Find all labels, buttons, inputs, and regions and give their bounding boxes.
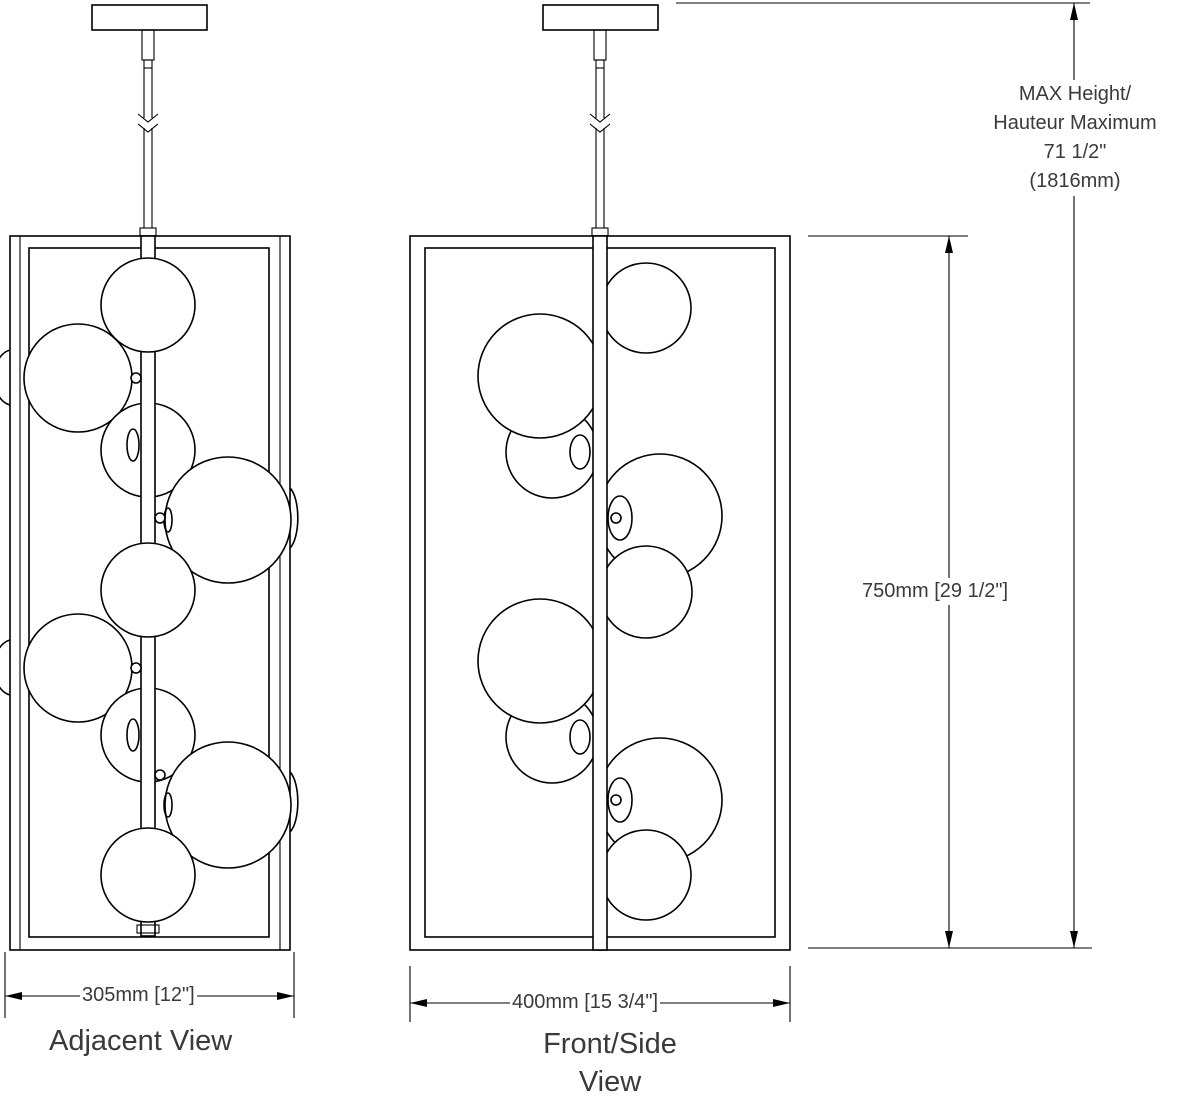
- front-width-label: 400mm [15 3/4"]: [510, 991, 661, 1014]
- adjacent-socket-knob: [154, 769, 166, 781]
- arrowhead-icon: [277, 992, 294, 1000]
- adjacent-socket-knob: [130, 662, 142, 674]
- front-center-pole: [592, 235, 608, 951]
- front-globe: [477, 313, 603, 439]
- adjacent-globe-edge: [0, 349, 11, 406]
- arrowhead-icon: [1070, 3, 1078, 20]
- front-side-view-title-line2: View: [578, 1066, 642, 1098]
- adjacent-globe: [100, 542, 196, 638]
- front-socket-knob: [610, 512, 622, 524]
- arrowhead-icon: [773, 999, 790, 1007]
- adjacent-globe-edge: [289, 771, 299, 833]
- front-stem-coupler: [593, 29, 607, 61]
- front-socket: [569, 434, 591, 470]
- adjacent-socket: [126, 428, 140, 462]
- adjacent-globe-edge: [289, 487, 299, 549]
- max-height-line4: (1816mm): [1029, 170, 1121, 192]
- front-socket: [607, 777, 633, 823]
- adjacent-globe: [100, 257, 196, 353]
- arrowhead-icon: [945, 236, 953, 253]
- adjacent-globe: [164, 741, 292, 869]
- adjacent-break-mark-1: [137, 113, 159, 123]
- front-rod-collar: [591, 227, 609, 237]
- adjacent-stem-joint: [143, 59, 153, 69]
- adjacent-socket: [126, 718, 140, 752]
- arrowhead-icon: [945, 931, 953, 948]
- front-break-mark-1: [589, 113, 611, 123]
- front-side-view-title: Front/Side View: [510, 1025, 710, 1101]
- front-globe: [477, 598, 603, 724]
- front-view-drawing: [409, 4, 791, 1022]
- front-break-mark-2: [589, 123, 611, 133]
- arrowhead-icon: [5, 992, 22, 1000]
- max-height-line1: MAX Height/: [1018, 83, 1132, 105]
- front-stem-joint: [595, 59, 605, 69]
- max-height-line2: Hauteur Maximum: [993, 112, 1157, 134]
- front-socket-knob: [610, 794, 622, 806]
- adjacent-view-drawing: [0, 4, 299, 1018]
- front-socket: [607, 495, 633, 541]
- adjacent-globe-edge: [0, 639, 11, 696]
- adjacent-socket: [163, 792, 173, 818]
- front-side-view-title-line1: Front/Side: [543, 1028, 677, 1060]
- arrowhead-icon: [1070, 931, 1078, 948]
- front-globe: [599, 545, 693, 639]
- adjacent-globe: [100, 827, 196, 923]
- adjacent-break-mark-2: [137, 123, 159, 133]
- adjacent-width-label: 305mm [12"]: [80, 984, 197, 1007]
- adjacent-pole-cap: [136, 924, 160, 934]
- adjacent-socket-knob: [130, 372, 142, 384]
- adjacent-stem-coupler: [141, 29, 155, 61]
- front-globe: [600, 262, 692, 354]
- adjacent-view-title: Adjacent View: [49, 1025, 233, 1057]
- body-height-label: 750mm [29 1/2"]: [860, 578, 1011, 605]
- max-height-line3: 71 1/2": [1043, 141, 1107, 163]
- adjacent-socket-knob: [154, 512, 166, 524]
- adjacent-canopy: [91, 4, 208, 31]
- front-socket: [569, 719, 591, 755]
- max-height-label: MAX Height/ Hauteur Maximum 71 1/2" (181…: [965, 80, 1185, 196]
- arrowhead-icon: [410, 999, 427, 1007]
- adjacent-rod-collar: [139, 227, 157, 237]
- front-globe: [600, 829, 692, 921]
- front-canopy: [542, 4, 659, 31]
